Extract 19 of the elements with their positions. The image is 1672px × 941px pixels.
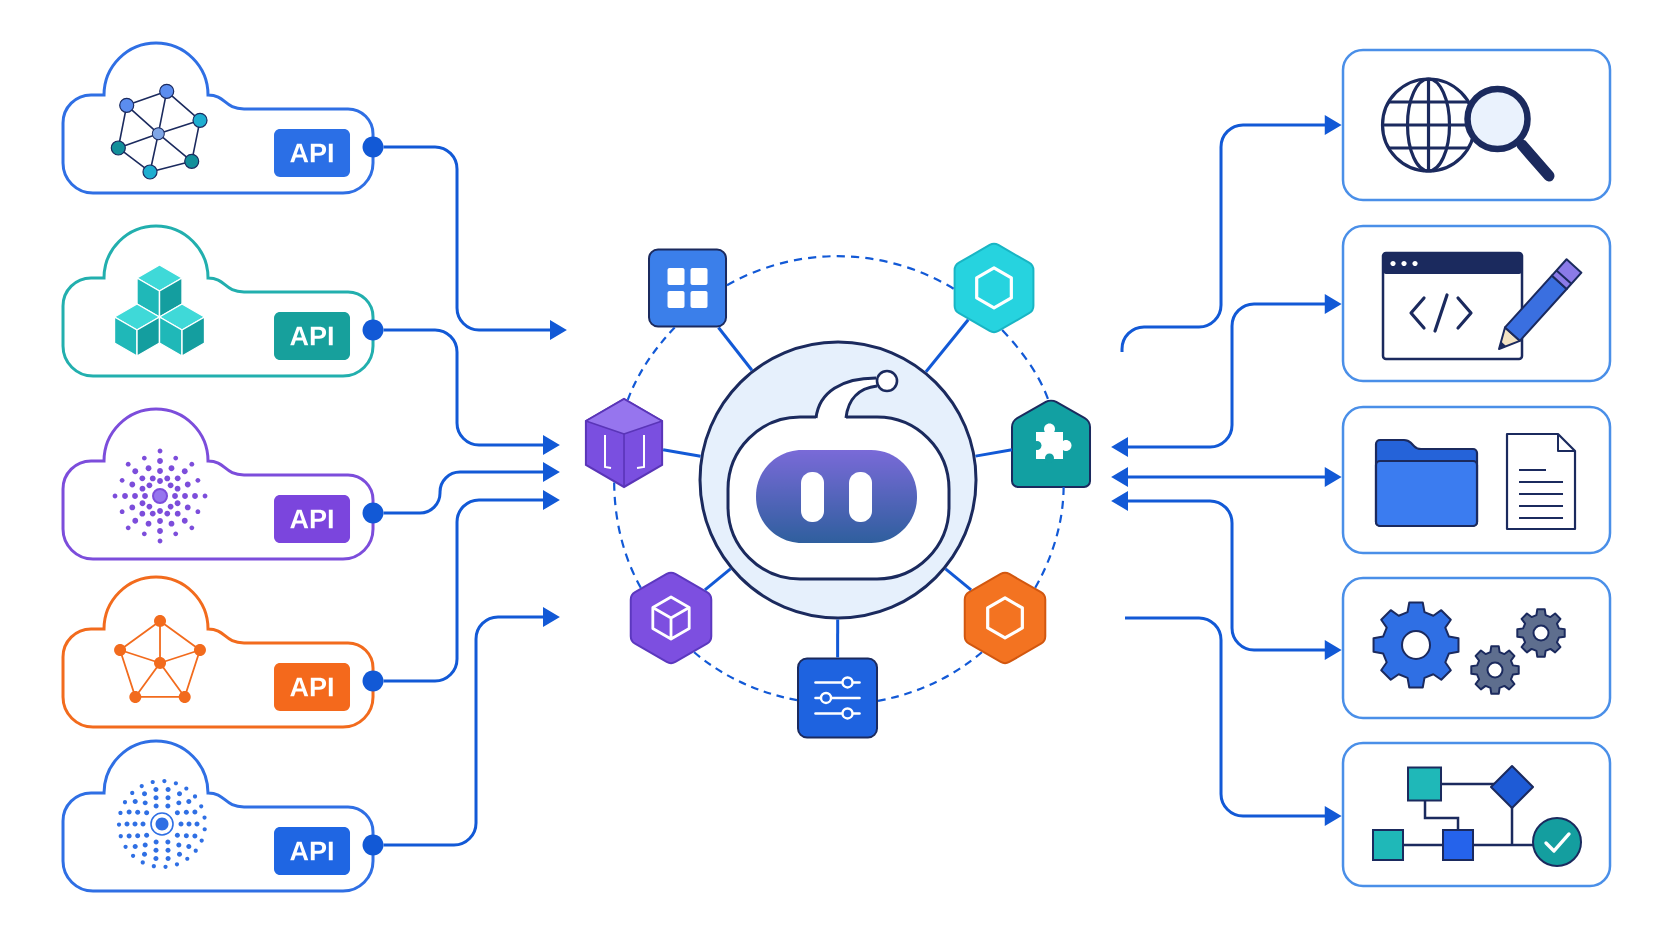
connector-line [924, 318, 970, 373]
dashed-arc [877, 651, 983, 702]
dashed-arc [726, 255, 955, 290]
connector-line [717, 326, 754, 372]
dashed-arc [1034, 486, 1065, 589]
connector-line [975, 448, 1013, 458]
dashed-arc [613, 482, 642, 589]
connector-line [836, 619, 840, 658]
connector-line [944, 567, 972, 592]
api-badge: API [274, 312, 350, 360]
connector-line [662, 448, 701, 458]
api-badge: API [274, 129, 350, 177]
dashed-arc [693, 651, 798, 702]
api-badge: API [274, 663, 350, 711]
dashed-arc [1001, 329, 1049, 400]
connector-line [704, 567, 732, 592]
api-badge: API [274, 827, 350, 875]
api-badge: API [274, 495, 350, 543]
dashed-arc [626, 326, 676, 401]
